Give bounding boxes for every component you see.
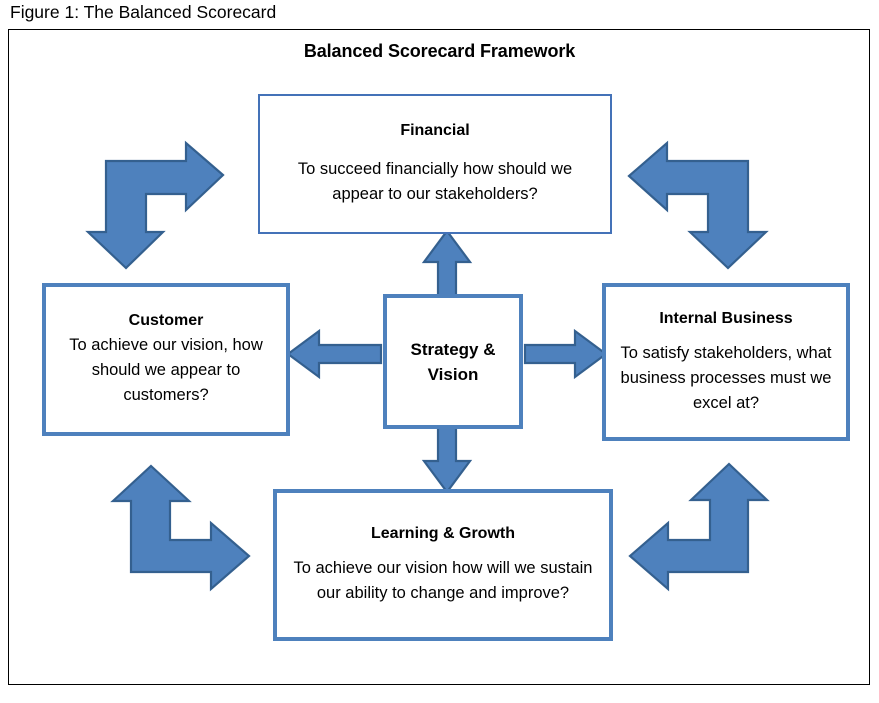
node-financial[interactable]: Financial To succeed financially how sho… [258, 94, 612, 234]
node-learning-growth[interactable]: Learning & Growth To achieve our vision … [273, 489, 613, 641]
node-strategy-vision-line2: Vision [427, 364, 479, 384]
node-internal-business-description: To satisfy stakeholders, what business p… [620, 343, 832, 412]
framework-title: Balanced Scorecard Framework [303, 41, 576, 61]
arrow-center-to-customer-icon [286, 328, 383, 380]
arrow-center-to-internal-icon [523, 328, 608, 380]
node-customer-title: Customer [128, 312, 204, 329]
node-customer[interactable]: Customer To achieve our vision, how shou… [42, 283, 290, 436]
figure-caption: Figure 1: The Balanced Scorecard [10, 2, 277, 22]
arrow-center-to-learning-icon [421, 425, 473, 494]
node-strategy-vision-line1: Strategy & [410, 339, 496, 359]
node-learning-growth-title: Learning & Growth [371, 525, 515, 542]
arrow-center-to-financial-icon [421, 229, 473, 298]
node-customer-description: To achieve our vision, how should we app… [69, 336, 263, 404]
arrow-bent-financial-internal-icon [627, 140, 769, 270]
arrow-bent-customer-learning-icon [110, 464, 251, 592]
node-internal-business-title: Internal Business [659, 309, 793, 327]
node-strategy-vision[interactable]: Strategy & Vision [383, 294, 523, 429]
node-financial-title: Financial [400, 122, 470, 139]
node-learning-growth-description: To achieve our vision how will we sustai… [293, 559, 593, 602]
arrow-bent-internal-learning-icon [628, 462, 770, 592]
node-financial-description: To succeed financially how should we app… [297, 160, 573, 203]
node-internal-business[interactable]: Internal Business To satisfy stakeholder… [602, 283, 850, 441]
arrow-bent-financial-customer-icon [85, 140, 225, 270]
